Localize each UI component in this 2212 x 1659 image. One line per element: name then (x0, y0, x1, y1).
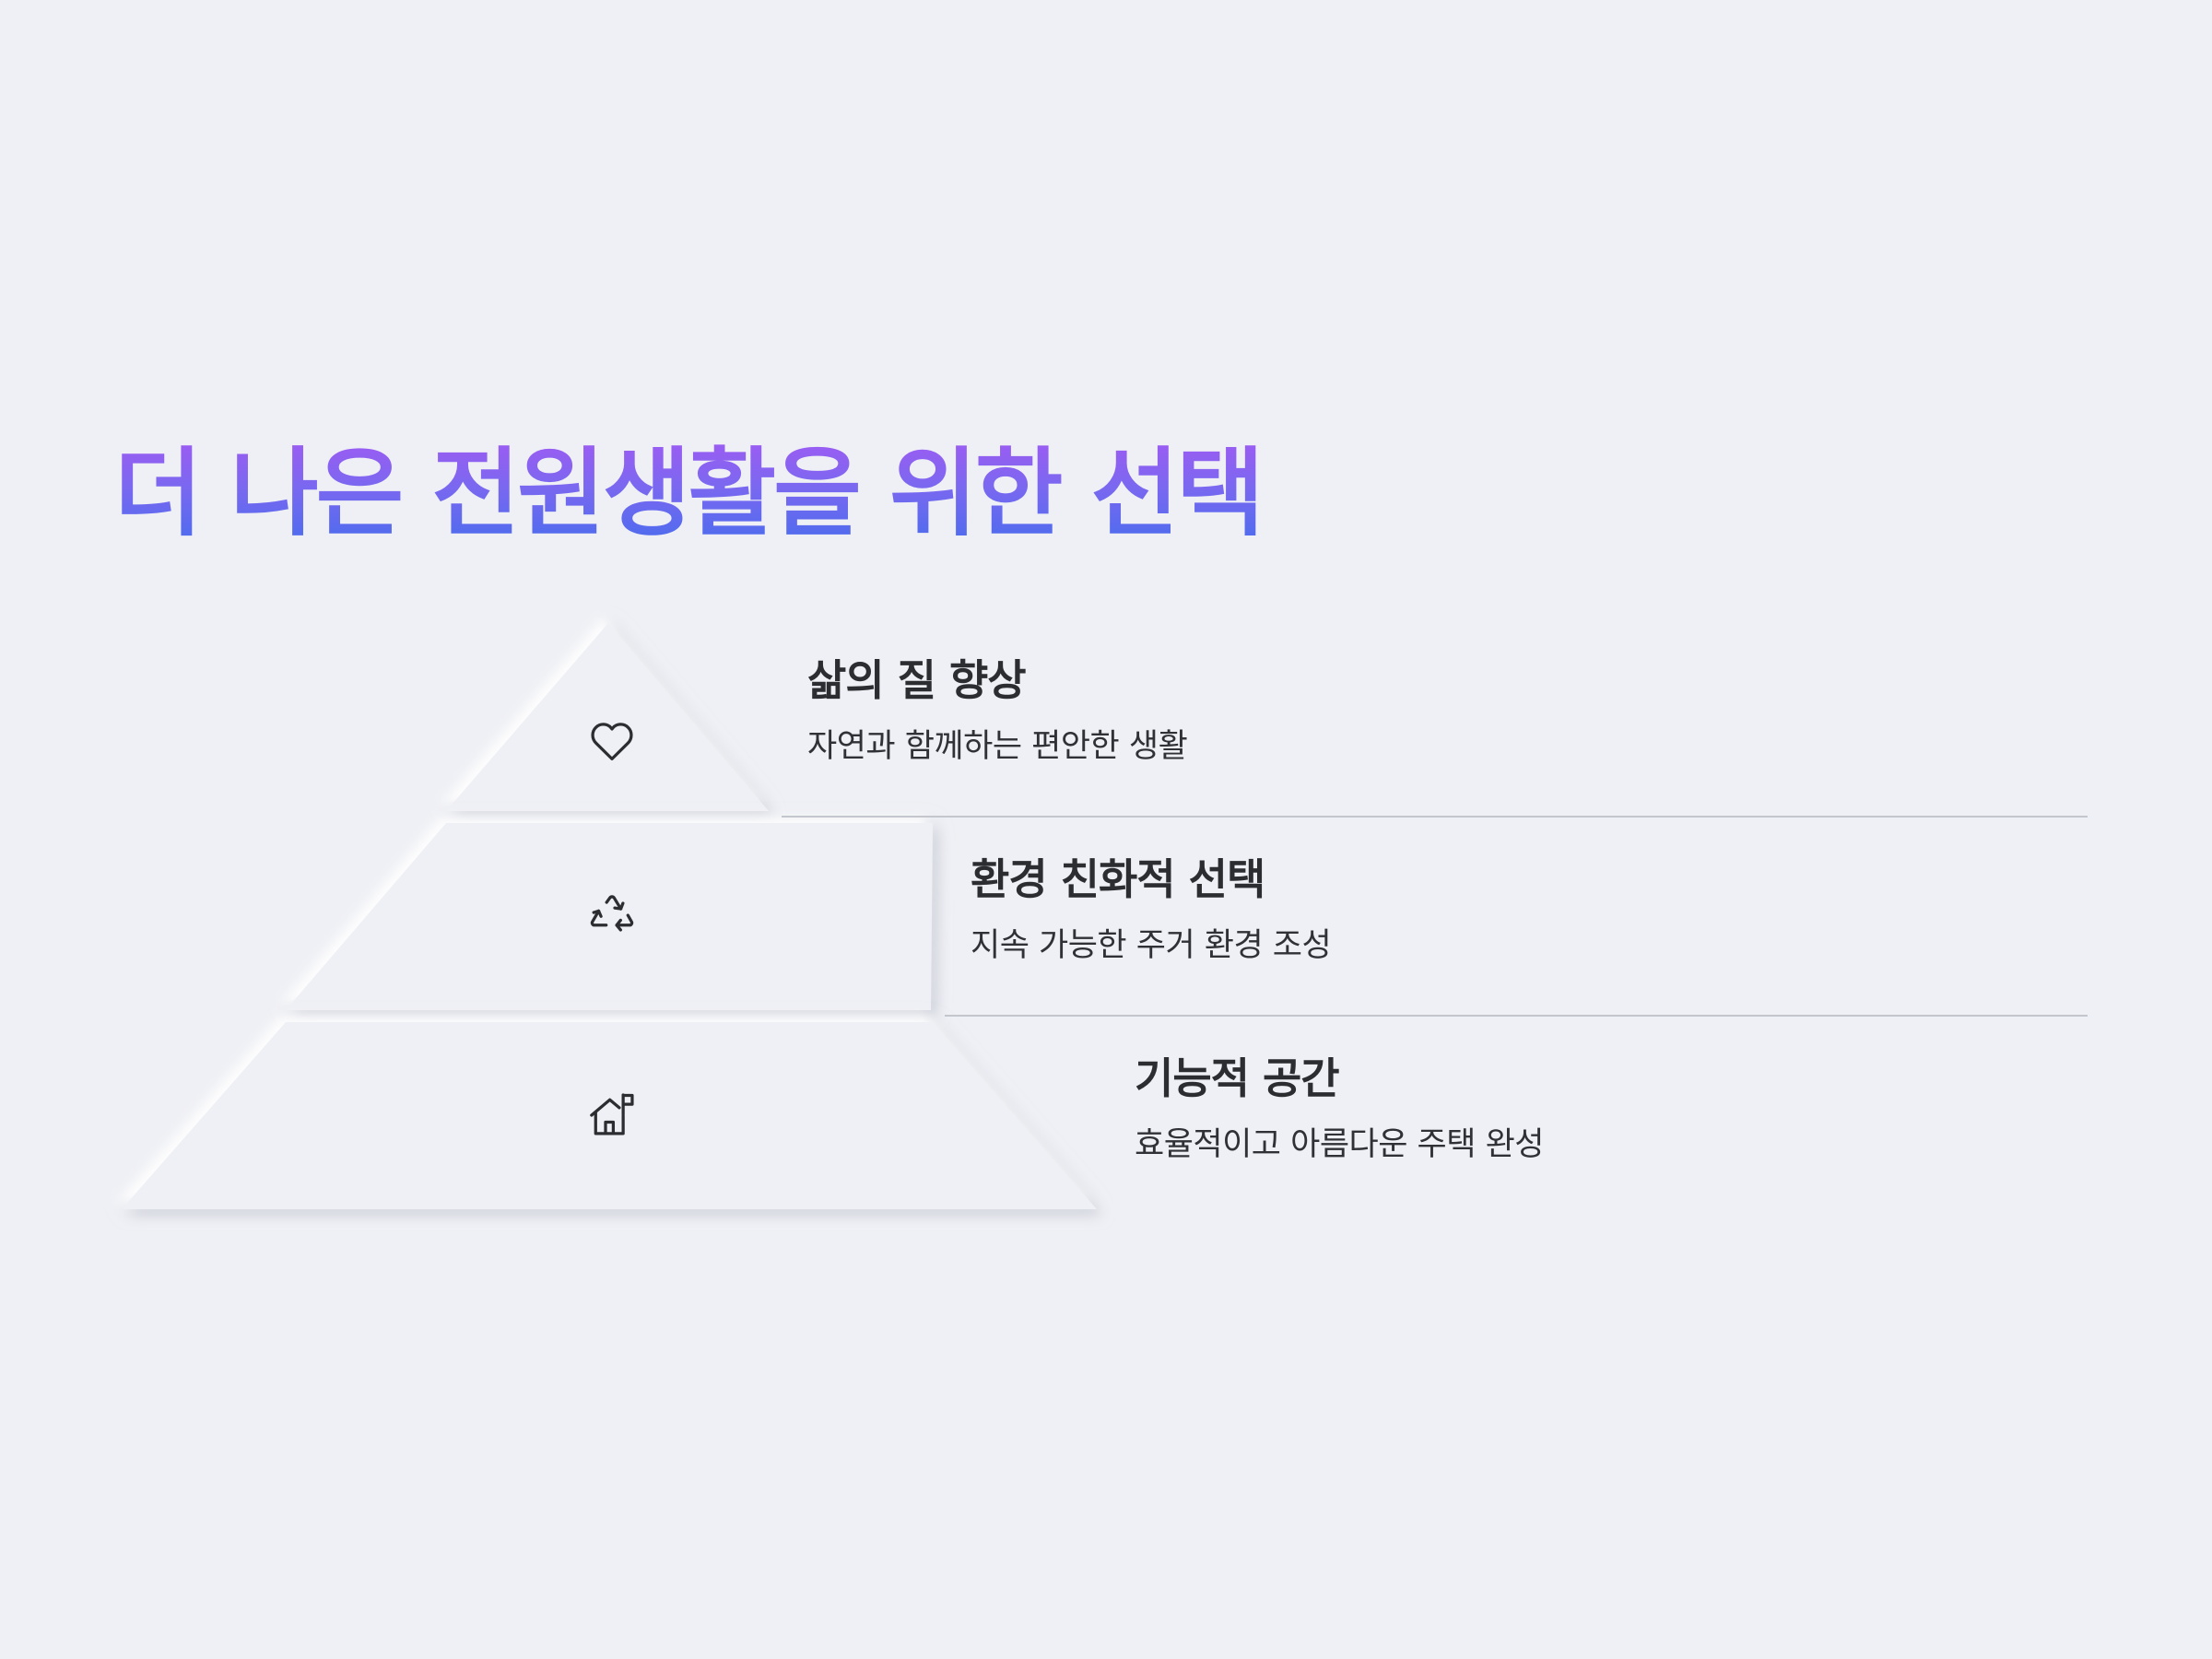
heart-icon (586, 715, 638, 767)
level-description: 지속 가능한 주거 환경 조성 (971, 927, 1332, 964)
slide-title: 더 나은 전원생활을 위한 선택 (114, 437, 1265, 549)
pyramid-tier-bottom (122, 1022, 1097, 1209)
level-description: 자연과 함께하는 편안한 생활 (807, 728, 1188, 765)
level-title: 삶의 질 향상 (807, 655, 1027, 705)
level-3-text: 기능적 공간 효율적이고 아름다운 주택 완성 (1135, 1057, 1544, 1161)
level-divider (782, 816, 2088, 818)
recycle-icon (586, 890, 638, 942)
level-1-text: 삶의 질 향상 자연과 함께하는 편안한 생활 (807, 655, 1188, 765)
pyramid-tier-middle (286, 823, 933, 1010)
level-title: 환경 친화적 선택 (971, 854, 1265, 904)
level-title: 기능적 공간 (1135, 1053, 1340, 1103)
house-icon (586, 1089, 638, 1141)
level-2-text: 환경 친화적 선택 지속 가능한 주거 환경 조성 (971, 854, 1332, 964)
pyramid-tier-top (446, 623, 769, 811)
level-description: 효율적이고 아름다운 주택 완성 (1135, 1126, 1544, 1163)
level-divider (945, 1015, 2088, 1017)
